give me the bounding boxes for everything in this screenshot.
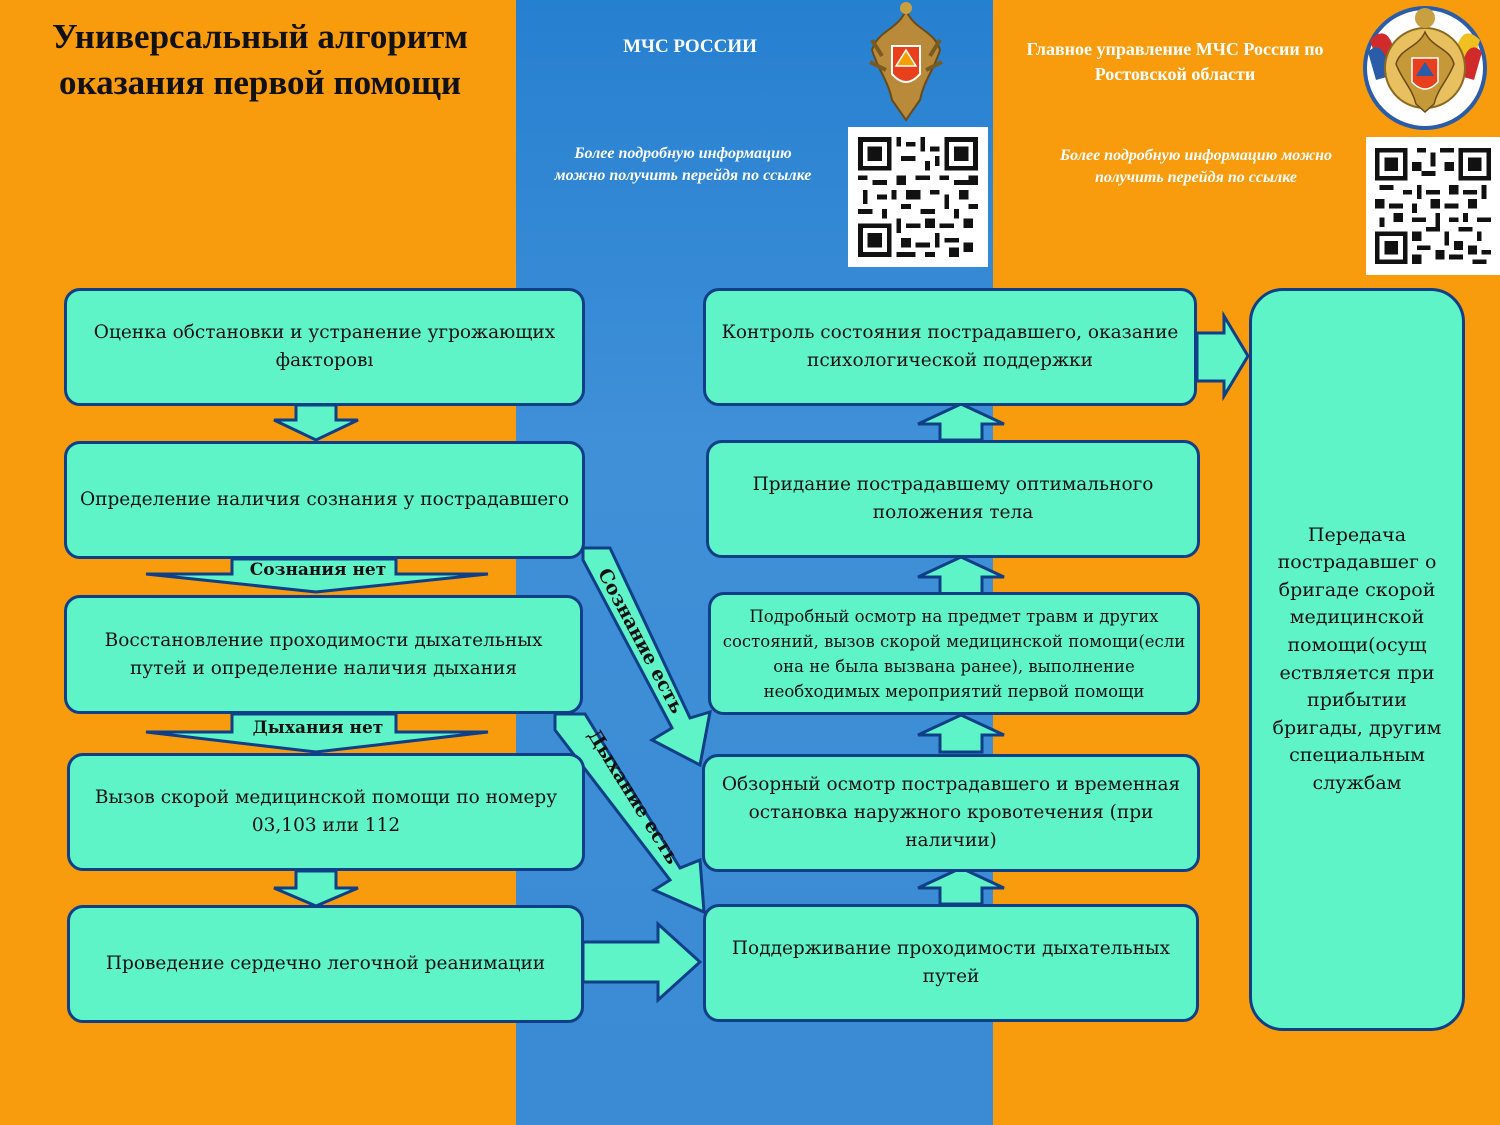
arrow-up-3 (917, 713, 1005, 754)
step-text: Определение наличия сознания у пострадав… (79, 489, 570, 510)
arrow-diag-consciousness (581, 546, 712, 768)
info-text-right: Более подробную информацию можно получит… (1059, 147, 1332, 186)
step-optimal-position: Придание пострадавшему оптимального поло… (706, 440, 1200, 558)
arrow-up-1 (917, 402, 1005, 442)
org-name-rostov: Главное управление МЧС России по Ростовс… (1026, 39, 1324, 84)
step-text: Обзорный осмотр пострадавшего и временна… (721, 774, 1181, 851)
org-name-mchs: МЧС РОССИИ (623, 36, 757, 57)
arrow-down-3 (145, 712, 489, 754)
rostov-mchs-emblem-icon (1360, 0, 1490, 135)
arrow-right-cpr (581, 920, 703, 1004)
step-monitor-condition: Контроль состояния пострадавшего, оказан… (703, 288, 1197, 406)
step-text: Контроль состояния пострадавшего, оказан… (721, 322, 1179, 371)
step-assess-situation: Оценка обстановки и устранение угрожающи… (64, 288, 585, 406)
step-overview-bleeding: Обзорный осмотр пострадавшего и временна… (702, 754, 1200, 872)
step-text: Придание пострадавшему оптимального поло… (752, 474, 1154, 523)
step-text: Вызов скорой медицинской помощи по номер… (94, 787, 558, 836)
step-text: Оценка обстановки и устранение угрожающи… (93, 322, 556, 371)
arrow-down-2 (145, 557, 489, 594)
step-detailed-exam: Подробный осмотр на предмет травм и друг… (708, 592, 1200, 715)
label-no-breathing: Дыхания нет (252, 718, 384, 738)
step-text: Подробный осмотр на предмет травм и друг… (722, 606, 1186, 701)
step-cpr: Проведение сердечно легочной реанимации (67, 905, 584, 1023)
arrow-right-final (1195, 310, 1250, 402)
label-no-consciousness: Сознания нет (249, 560, 387, 580)
step-text: Поддерживание проходимости дыхательных п… (731, 938, 1171, 987)
info-text-left: Более подробную информацию можно получит… (554, 145, 812, 184)
step-check-consciousness: Определение наличия сознания у пострадав… (64, 441, 585, 559)
step-text: Восстановление проходимости дыхательных … (104, 629, 543, 679)
step-airway-breathing: Восстановление проходимости дыхательных … (64, 595, 583, 714)
arrow-up-4 (917, 866, 1005, 906)
step-maintain-airway: Поддерживание проходимости дыхательных п… (703, 904, 1199, 1022)
qr-code-icon[interactable] (848, 127, 988, 267)
step-call-ambulance: Вызов скорой медицинской помощи по номер… (67, 753, 585, 871)
arrow-down-1 (273, 403, 359, 442)
step-text: Проведение сердечно легочной реанимации (105, 953, 546, 974)
arrow-up-2 (917, 555, 1005, 596)
page-title: Универсальный алгоритм оказания первой п… (51, 17, 468, 102)
qr-code-icon[interactable] (1366, 137, 1500, 275)
step-handover: Передача пострадавшег о бригаде скорой м… (1249, 288, 1465, 1031)
arrow-down-4 (273, 869, 359, 908)
mchs-emblem-icon (868, 0, 944, 128)
step-text: Передача пострадавшег о бригаде скорой м… (1272, 523, 1442, 794)
